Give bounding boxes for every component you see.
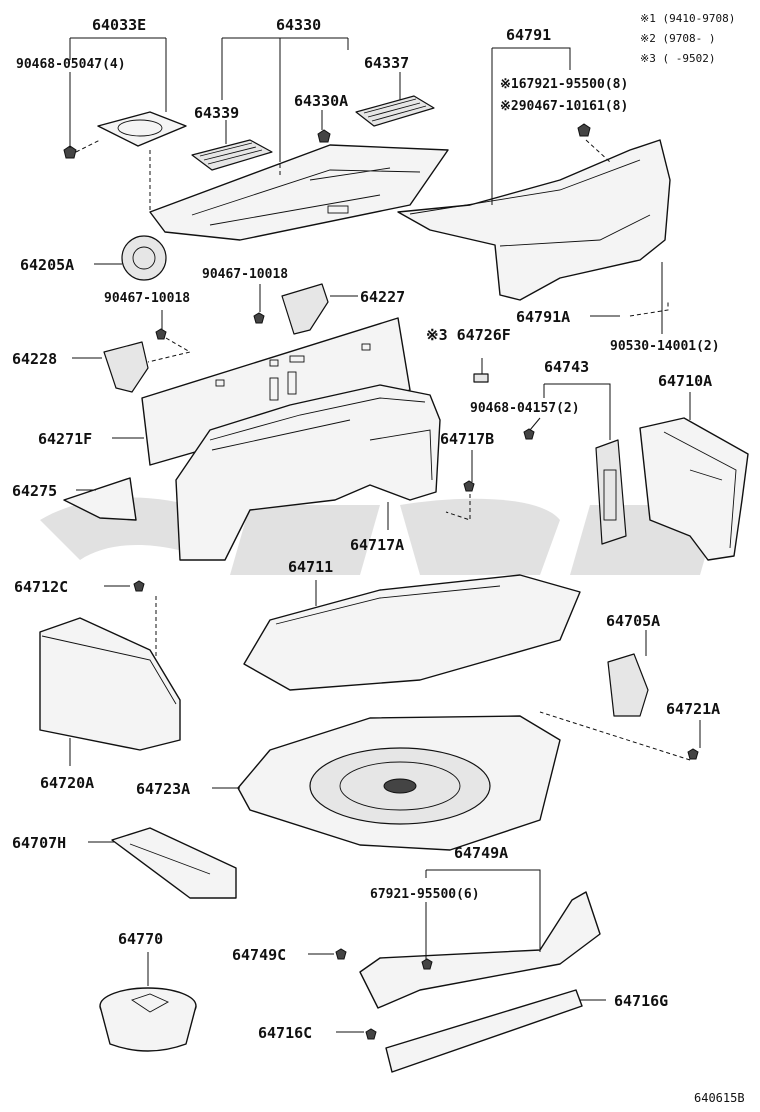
part-64720A-cover bbox=[39, 617, 181, 751]
leader-lines bbox=[69, 37, 701, 1033]
part-64770-tray bbox=[99, 987, 197, 1052]
part-64726F-clip bbox=[473, 373, 489, 383]
label-64743: 64743 bbox=[544, 358, 589, 376]
label-64791: 64791 bbox=[506, 26, 551, 44]
part-64337-vent bbox=[355, 95, 435, 127]
label-64707H: 64707H bbox=[12, 834, 66, 852]
part-64033E-cover bbox=[63, 111, 187, 159]
label-64720A: 64720A bbox=[40, 774, 94, 792]
label-64749A: 64749A bbox=[454, 844, 508, 862]
label-64271F: 64271F bbox=[38, 430, 92, 448]
label-64717B: 64717B bbox=[440, 430, 494, 448]
note-3: ※3 ( -9502) bbox=[640, 52, 715, 65]
part-64721A-screw bbox=[687, 748, 699, 760]
label-64749C: 64749C bbox=[232, 946, 286, 964]
label-64710A: 64710A bbox=[658, 372, 712, 390]
part-64711-trunk-mat bbox=[243, 574, 581, 691]
part-64271F-partition-board bbox=[141, 317, 411, 466]
diagram-code: 640615B bbox=[694, 1091, 745, 1105]
label-64205A: 64205A bbox=[20, 256, 74, 274]
note-2: ※2 (9708- ) bbox=[640, 32, 715, 45]
label-90467-10018-b: 90467-10018 bbox=[104, 291, 190, 306]
part-64339-vent bbox=[191, 139, 273, 171]
label-64227: 64227 bbox=[360, 288, 405, 306]
label-64716G: 64716G bbox=[614, 992, 668, 1010]
part-64712C-clip bbox=[133, 580, 145, 592]
part-64791-lid-trim bbox=[397, 123, 671, 301]
label-64337: 64337 bbox=[364, 54, 409, 72]
part-64705A-bracket bbox=[607, 653, 649, 717]
part-labels: 64033E 90468-05047(4) 64330 64339 64330A… bbox=[12, 16, 745, 1105]
part-64717A-side-trim bbox=[175, 384, 441, 561]
part-64710A-side-trim bbox=[639, 417, 749, 561]
part-64205A-grommet bbox=[121, 235, 167, 281]
label-67921-95500-6: 67921-95500(6) bbox=[370, 887, 480, 902]
part-64707H-tool-tray bbox=[111, 827, 237, 899]
label-90467-10161: ※290467-10161(8) bbox=[500, 99, 628, 114]
label-64723A: 64723A bbox=[136, 780, 190, 798]
label-64712C: 64712C bbox=[14, 578, 68, 596]
part-64228-bracket bbox=[103, 328, 167, 393]
label-64711: 64711 bbox=[288, 558, 333, 576]
label-64033E: 64033E bbox=[92, 16, 146, 34]
part-64749A-sill bbox=[359, 891, 601, 1009]
label-64716C: 64716C bbox=[258, 1024, 312, 1042]
effectivity-notes: ※1 (9410-9708) ※2 (9708- ) ※3 ( -9502) bbox=[640, 12, 735, 65]
label-90468-05047: 90468-05047(4) bbox=[16, 57, 126, 72]
part-64275-mat bbox=[63, 477, 137, 521]
part-64716G-strip bbox=[385, 989, 583, 1073]
label-64791A: 64791A bbox=[516, 308, 570, 326]
label-67921-95500-8: ※167921-95500(8) bbox=[500, 77, 628, 92]
label-64339: 64339 bbox=[194, 104, 239, 122]
label-64330: 64330 bbox=[276, 16, 321, 34]
part-64330-package-tray bbox=[149, 144, 449, 241]
part-64717B-clip bbox=[463, 480, 475, 492]
label-64717A: 64717A bbox=[350, 536, 404, 554]
label-64726F: ※3 64726F bbox=[426, 326, 511, 344]
label-90530-14001: 90530-14001(2) bbox=[610, 339, 720, 354]
label-90468-04157: 90468-04157(2) bbox=[470, 401, 580, 416]
part-64716C-clip bbox=[365, 1028, 377, 1040]
label-90467-10018-a: 90467-10018 bbox=[202, 267, 288, 282]
part-64227-bracket bbox=[253, 283, 329, 335]
label-64330A: 64330A bbox=[294, 92, 348, 110]
note-1: ※1 (9410-9708) bbox=[640, 12, 735, 25]
part-64749C-clip bbox=[335, 948, 347, 960]
part-64743-board bbox=[523, 428, 627, 545]
label-64275: 64275 bbox=[12, 482, 57, 500]
label-64228: 64228 bbox=[12, 350, 57, 368]
label-64770: 64770 bbox=[118, 930, 163, 948]
label-64721A: 64721A bbox=[666, 700, 720, 718]
label-64705A: 64705A bbox=[606, 612, 660, 630]
part-64330A-clip bbox=[317, 129, 331, 143]
part-64723A-floor-mat bbox=[237, 715, 561, 851]
